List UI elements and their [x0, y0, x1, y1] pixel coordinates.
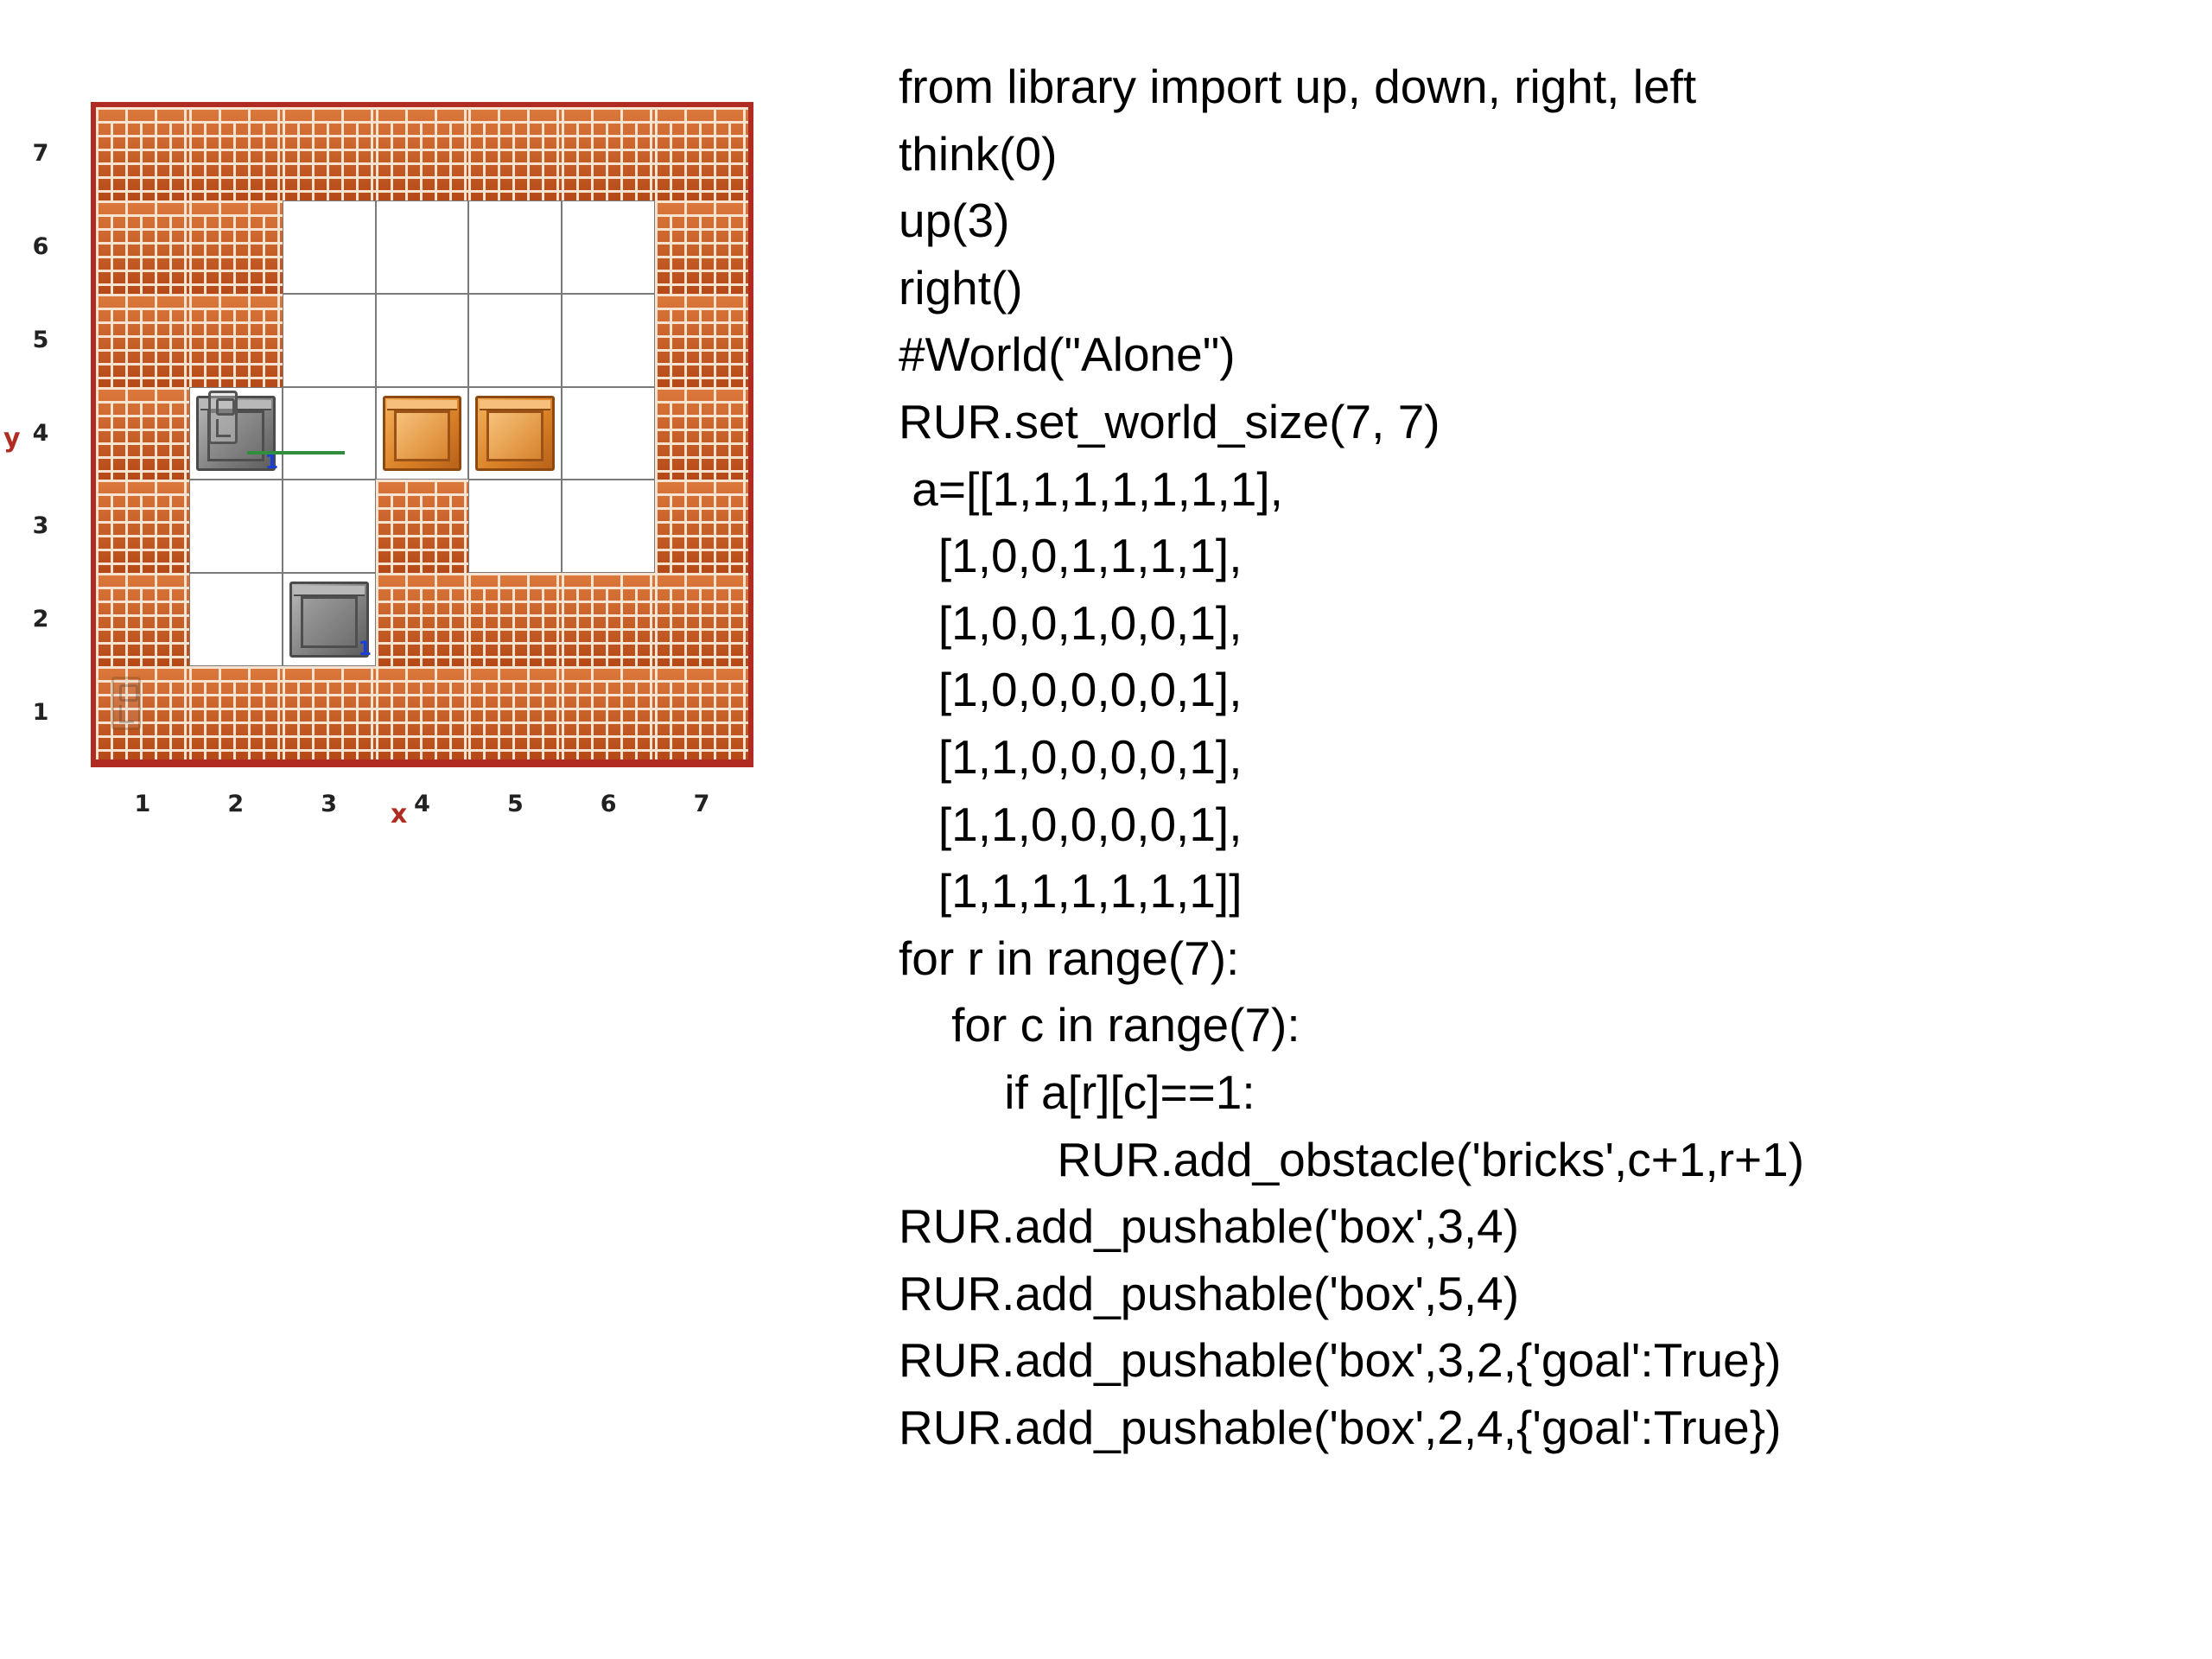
- brick-wall-cell[interactable]: [655, 293, 748, 387]
- code-line: for r in range(7):: [899, 931, 1240, 985]
- x-tick-label: 7: [693, 791, 710, 817]
- x-tick-label: 6: [600, 791, 617, 817]
- y-axis-name: y: [3, 423, 21, 454]
- brick-wall-cell[interactable]: [562, 107, 656, 200]
- goal-count-badge: 1: [358, 639, 372, 661]
- floor-cell[interactable]: [375, 293, 469, 387]
- brick-wall-cell[interactable]: [375, 480, 469, 574]
- y-tick-label: 1: [32, 699, 49, 727]
- y-tick-label: 2: [32, 606, 49, 633]
- floor-cell[interactable]: [282, 386, 376, 480]
- floor-cell[interactable]: [188, 480, 283, 574]
- floor-cell[interactable]: [282, 480, 376, 574]
- brick-wall-cell[interactable]: [562, 573, 656, 667]
- goal-box-icon[interactable]: [289, 582, 369, 658]
- code-line: for c in range(7):: [899, 998, 1300, 1052]
- x-tick-label: 4: [414, 791, 430, 817]
- code-line: think(0): [899, 126, 1058, 181]
- code-line: a=[[1,1,1,1,1,1,1],: [899, 461, 1283, 516]
- code-line: RUR.add_pushable('box',2,4,{'goal':True}…: [899, 1400, 1782, 1454]
- y-tick-label: 7: [32, 139, 49, 167]
- code-line: [1,1,0,0,0,0,1],: [899, 729, 1243, 784]
- brick-wall-cell[interactable]: [562, 666, 656, 760]
- code-line: if a[r][c]==1:: [899, 1065, 1255, 1119]
- brick-wall-cell[interactable]: [96, 480, 189, 574]
- brick-wall-cell[interactable]: [468, 666, 563, 760]
- floor-cell[interactable]: [375, 200, 469, 294]
- code-line: RUR.add_obstacle('bricks',c+1,r+1): [899, 1132, 1805, 1186]
- code-line: from library import up, down, right, lef…: [899, 60, 1697, 113]
- brick-wall-cell[interactable]: [655, 573, 748, 667]
- brick-wall-cell[interactable]: [96, 386, 189, 480]
- brick-wall-cell[interactable]: [655, 200, 748, 294]
- floor-cell[interactable]: [468, 480, 563, 574]
- code-line: RUR.add_pushable('box',3,4): [899, 1199, 1520, 1254]
- brick-wall-cell[interactable]: [96, 200, 189, 294]
- robot-icon[interactable]: [207, 390, 238, 444]
- brick-wall-cell[interactable]: [282, 666, 376, 760]
- code-line: [1,0,0,1,1,1,1],: [899, 529, 1243, 583]
- y-tick-label: 4: [32, 419, 49, 447]
- brick-wall-cell[interactable]: [96, 107, 189, 200]
- floor-cell[interactable]: [468, 200, 563, 294]
- brick-wall-cell[interactable]: [655, 386, 748, 480]
- code-line: RUR.set_world_size(7, 7): [899, 394, 1440, 448]
- code-line: right(): [899, 260, 1023, 315]
- pushable-box-icon[interactable]: [382, 395, 462, 472]
- code-line: RUR.add_pushable('box',3,2,{'goal':True}…: [899, 1333, 1782, 1388]
- brick-wall-cell[interactable]: [655, 107, 748, 200]
- brick-wall-cell[interactable]: [96, 573, 189, 667]
- brick-wall-cell[interactable]: [188, 293, 283, 387]
- code-line: [1,0,0,0,0,0,1],: [899, 663, 1243, 717]
- brick-wall-cell[interactable]: [282, 107, 376, 200]
- y-tick-label: 3: [32, 512, 49, 540]
- y-tick-label: 6: [32, 232, 49, 260]
- goal-count-badge: 1: [264, 452, 279, 474]
- floor-cell[interactable]: [468, 293, 563, 387]
- code-line: RUR.add_pushable('box',5,4): [899, 1266, 1520, 1320]
- code-line: [1,1,1,1,1,1,1]]: [899, 864, 1243, 918]
- brick-wall-cell[interactable]: [96, 666, 189, 760]
- brick-wall-cell[interactable]: [655, 480, 748, 574]
- floor-cell[interactable]: [188, 573, 283, 667]
- x-axis-name: x: [391, 799, 408, 830]
- brick-wall-cell[interactable]: [655, 666, 748, 760]
- code-line: up(3): [899, 194, 1010, 248]
- robot-trace-line: [246, 450, 345, 454]
- y-tick-label: 5: [32, 326, 49, 353]
- floor-cell[interactable]: [282, 200, 376, 294]
- code-line: [1,1,0,0,0,0,1],: [899, 797, 1243, 851]
- brick-wall-cell[interactable]: [375, 573, 469, 667]
- brick-wall-cell[interactable]: [375, 666, 469, 760]
- brick-wall-cell[interactable]: [96, 293, 189, 387]
- robot-start-icon: [111, 677, 141, 731]
- floor-cell[interactable]: [282, 293, 376, 387]
- brick-wall-cell[interactable]: [188, 666, 283, 760]
- floor-cell[interactable]: [562, 293, 656, 387]
- brick-wall-cell[interactable]: [188, 107, 283, 200]
- x-tick-label: 2: [227, 791, 245, 817]
- brick-wall-cell[interactable]: [468, 573, 563, 667]
- pushable-box-icon[interactable]: [475, 395, 556, 472]
- x-tick-label: 3: [321, 791, 338, 817]
- x-tick-label: 1: [134, 791, 151, 817]
- code-line: [1,0,0,1,0,0,1],: [899, 595, 1243, 650]
- x-tick-label: 5: [506, 791, 524, 817]
- brick-wall-cell[interactable]: [375, 107, 469, 200]
- brick-wall-cell[interactable]: [468, 107, 563, 200]
- floor-cell[interactable]: [562, 200, 656, 294]
- code-line: #World("Alone"): [899, 327, 1236, 382]
- brick-wall-cell[interactable]: [188, 200, 283, 294]
- floor-cell[interactable]: [562, 386, 656, 480]
- code-listing: from library import up, down, right, lef…: [899, 54, 1804, 1461]
- floor-cell[interactable]: [562, 480, 656, 574]
